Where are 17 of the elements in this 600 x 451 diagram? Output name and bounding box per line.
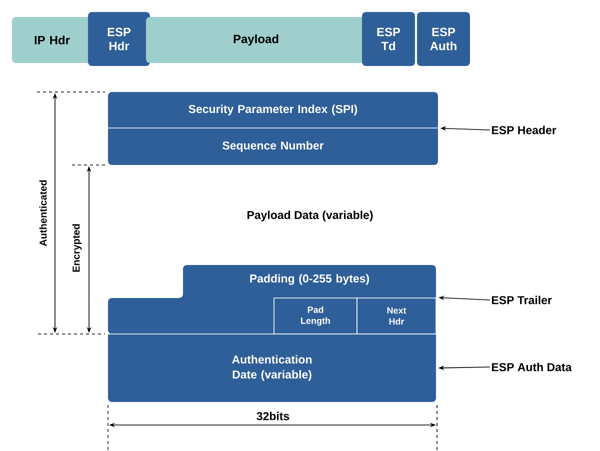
node-label: Padding (0-255 bytes) [250, 274, 369, 285]
packet-field: IP Hdr [12, 17, 92, 63]
field-cell: Pad Length [274, 298, 358, 334]
dimension-label: Encrypted [72, 224, 82, 272]
field-cell: Next Hdr [356, 298, 436, 334]
node-label: Sequence Number [222, 141, 324, 152]
packet-field: ESP Hdr [88, 12, 150, 66]
field-label: ESP Header [492, 126, 556, 134]
field-label: ESP Trailer [492, 296, 552, 304]
packet-field: Payload [146, 17, 366, 63]
dimension-label: Authenticated [39, 180, 47, 246]
packet-field: ESP Td [362, 12, 415, 66]
node-label: Authentication Date (variable) [232, 355, 312, 381]
node-label: Security Parameter Index (SPI) [188, 104, 358, 116]
field-label: ESP Auth Data [492, 362, 572, 372]
payload-label: Payload Data (variable) [248, 210, 373, 222]
packet-field: ESP Auth [417, 12, 470, 66]
